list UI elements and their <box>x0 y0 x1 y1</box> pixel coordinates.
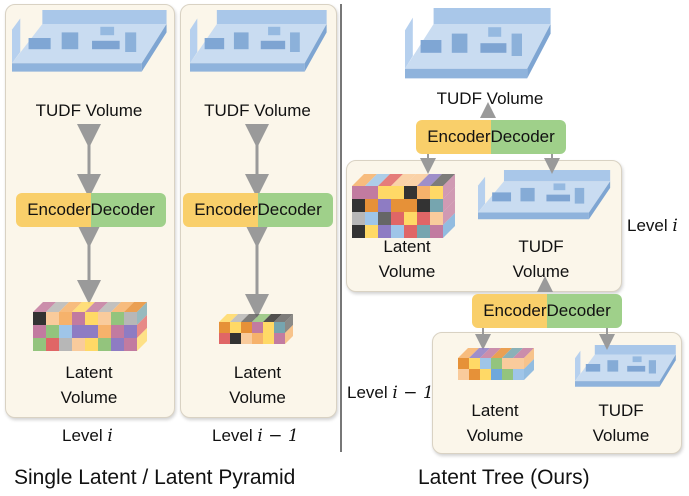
level-label: Level i <box>62 426 113 446</box>
decoder-label: Decoder <box>90 200 155 219</box>
latent-cube-icon <box>352 174 455 238</box>
decoder-label: Decoder <box>257 200 322 219</box>
latent-cube-icon <box>33 302 147 351</box>
level-label: Level i − 1 <box>347 383 434 403</box>
latent-volume-label: Latent Volume <box>466 401 524 445</box>
tudf-volume-label: TUDF Volume <box>35 101 143 120</box>
decoder-label: Decoder <box>490 127 555 146</box>
tudf-volume-label: TUDF Volume <box>204 101 311 120</box>
tudf-room-icon <box>12 10 167 72</box>
latent-cube-icon <box>219 314 293 344</box>
tudf-volume-label: TUDF Volume <box>436 89 544 108</box>
tudf-room-icon <box>478 170 611 220</box>
tudf-room-icon <box>190 10 327 72</box>
encoder-label: Encoder <box>427 127 491 146</box>
latent-volume-label: Latent Volume <box>60 363 118 407</box>
encoder-label: Encoder <box>27 200 91 219</box>
level-label: Level i <box>627 216 678 236</box>
caption-right: Latent Tree (Ours) <box>418 466 590 489</box>
latent-cube-icon <box>458 348 534 380</box>
tudf-volume-label: TUDF Volume <box>592 401 650 445</box>
tudf-room-icon <box>405 8 551 79</box>
tudf-room-icon <box>575 345 676 387</box>
caption-left: Single Latent / Latent Pyramid <box>14 466 296 489</box>
latent-volume-label: Latent Volume <box>378 237 436 281</box>
level-label: Level i − 1 <box>212 426 299 446</box>
decoder-label: Decoder <box>546 301 611 320</box>
latent-volume-label: Latent Volume <box>229 363 286 407</box>
encoder-label: Encoder <box>194 200 258 219</box>
tudf-volume-label: TUDF Volume <box>512 237 570 281</box>
encoder-label: Encoder <box>483 301 547 320</box>
